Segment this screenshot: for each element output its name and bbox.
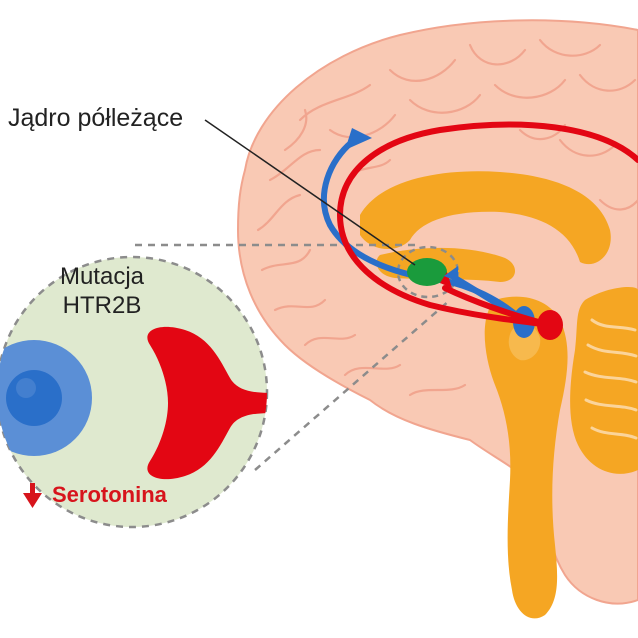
brain-shape — [236, 19, 638, 605]
serotonin-label: Serotonina — [52, 482, 168, 507]
cerebellum — [570, 287, 638, 474]
nucleus-pointer-line — [204, 119, 416, 266]
inset-connector-lines — [135, 243, 451, 471]
mutation-inset: Mutacja HTR2B Serotonina — [0, 255, 269, 529]
mutation-label-line2: HTR2B — [63, 292, 142, 319]
mutation-label-line1: Mutacja — [60, 263, 145, 290]
ventral-tegmental-area — [537, 310, 563, 340]
nucleus-label: Jądro półleżące — [8, 104, 183, 132]
dopamine-pathway — [336, 121, 638, 328]
axon-terminal — [147, 326, 267, 480]
serotonin-pathway-arrowhead — [345, 128, 372, 150]
nucleus-accumbens — [407, 258, 447, 286]
down-arrow-icon — [23, 483, 42, 508]
receptor-cell-nucleus — [6, 370, 62, 426]
nucleus-blue-arrowhead — [444, 266, 458, 282]
nucleus-red-arrowhead — [440, 272, 452, 288]
